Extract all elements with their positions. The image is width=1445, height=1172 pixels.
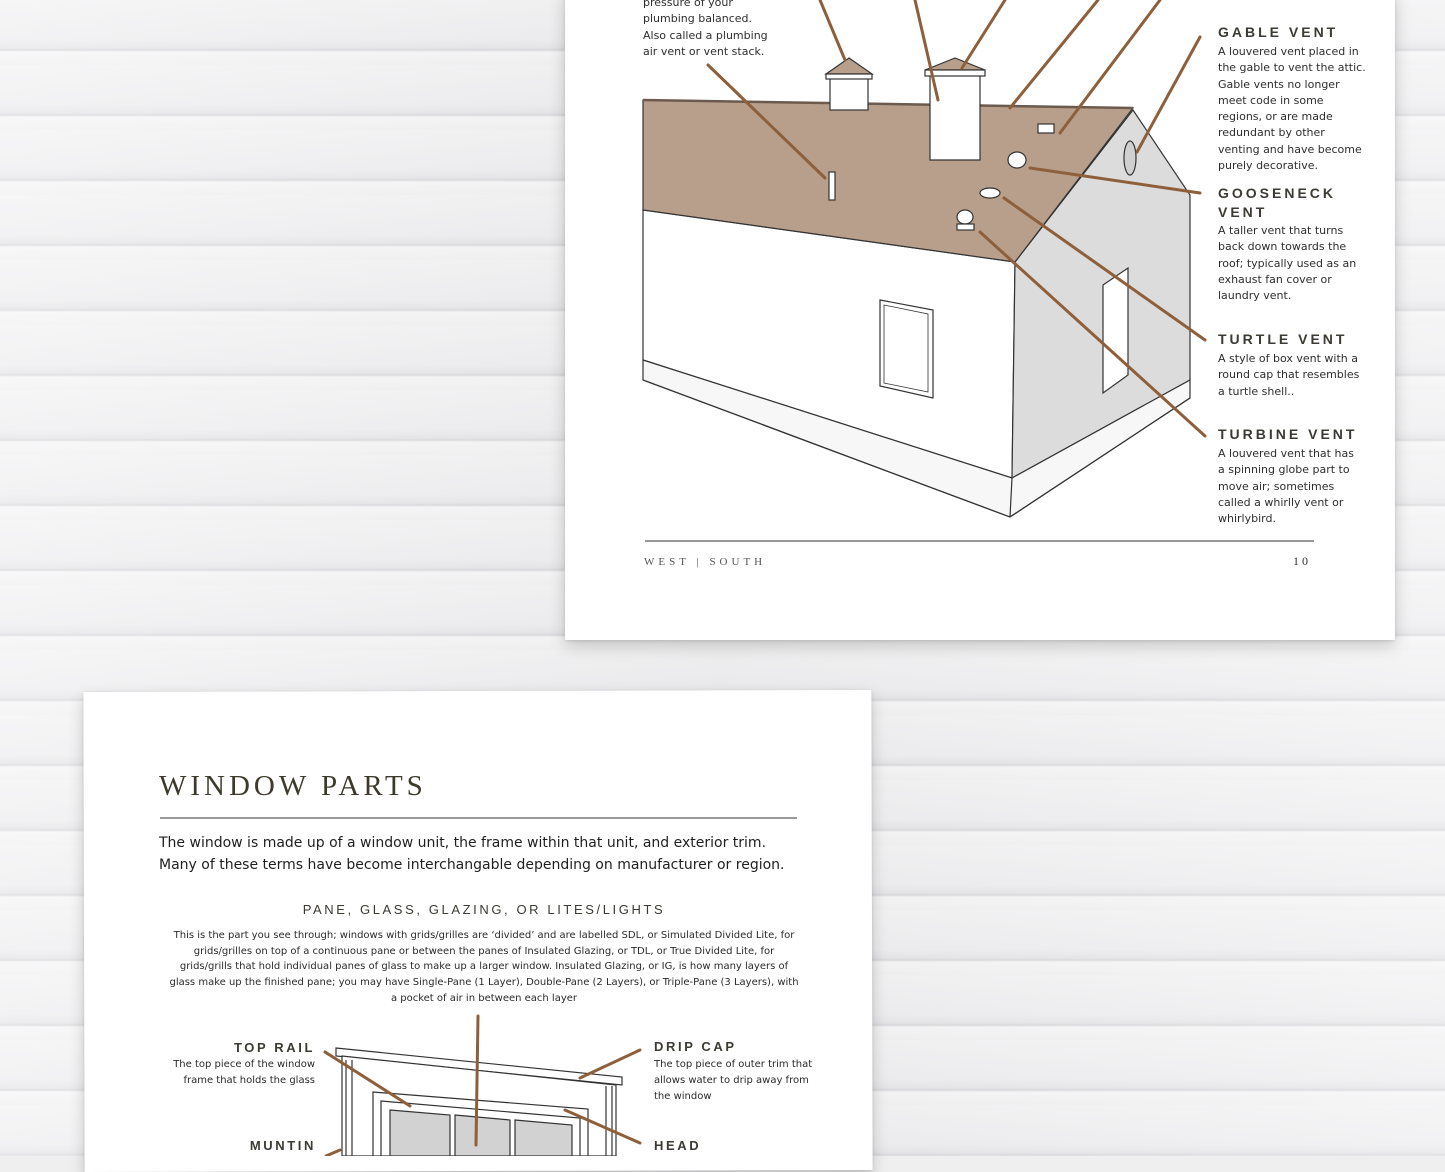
pane-subheading: PANE, GLASS, GLAZING, OR LITES/LIGHTS (302, 902, 666, 917)
top-text-line: air vent or vent stack. (643, 44, 765, 58)
footer-brand: WEST | SOUTH (644, 556, 767, 568)
top-text-line: pressure of your (643, 0, 733, 9)
muntin-title: MUNTIN (249, 1138, 316, 1153)
top-description: pressure of your plumbing balanced. Also… (643, 0, 803, 60)
drip-cap-desc: The top piece of outer trim that allows … (654, 1059, 813, 1102)
house-drawing (642, 57, 1191, 518)
pane-description: This is the part you see through; window… (169, 930, 799, 1004)
page-title: WINDOW PARTS (159, 770, 427, 802)
turtle-vent-desc: A style of box vent with a round cap tha… (1218, 352, 1360, 398)
page-number: 10 (1293, 554, 1311, 568)
turtle-vent-title: TURTLE VENT (1218, 331, 1348, 347)
drip-cap-title: DRIP CAP (654, 1039, 737, 1054)
top-text-line: plumbing balanced. (643, 12, 753, 26)
window-drawing (335, 1047, 623, 1156)
top-text-line: Also called a plumbing (643, 28, 768, 42)
gooseneck-vent-desc: A taller vent that turns back down towar… (1218, 224, 1357, 303)
gable-vent-title: GABLE VENT (1218, 24, 1339, 40)
gable-vent-desc: A louvered vent placed in the gable to v… (1218, 45, 1366, 173)
top-rail-title: TOP RAIL (234, 1040, 315, 1055)
intro-paragraph: The window is made up of a window unit, … (159, 835, 785, 873)
window-pointer-lines (323, 1014, 642, 1156)
gooseneck-vent-title: GOOSENECK VENT (1218, 185, 1337, 220)
head-title: HEAD (654, 1138, 702, 1153)
turbine-vent-desc: A louvered vent that has a spinning glob… (1218, 447, 1354, 526)
top-rail-desc: The top piece of the window frame that h… (173, 1059, 315, 1086)
roof-pointer-lines (706, 0, 1207, 438)
turbine-vent-title: TURBINE VENT (1218, 426, 1358, 442)
